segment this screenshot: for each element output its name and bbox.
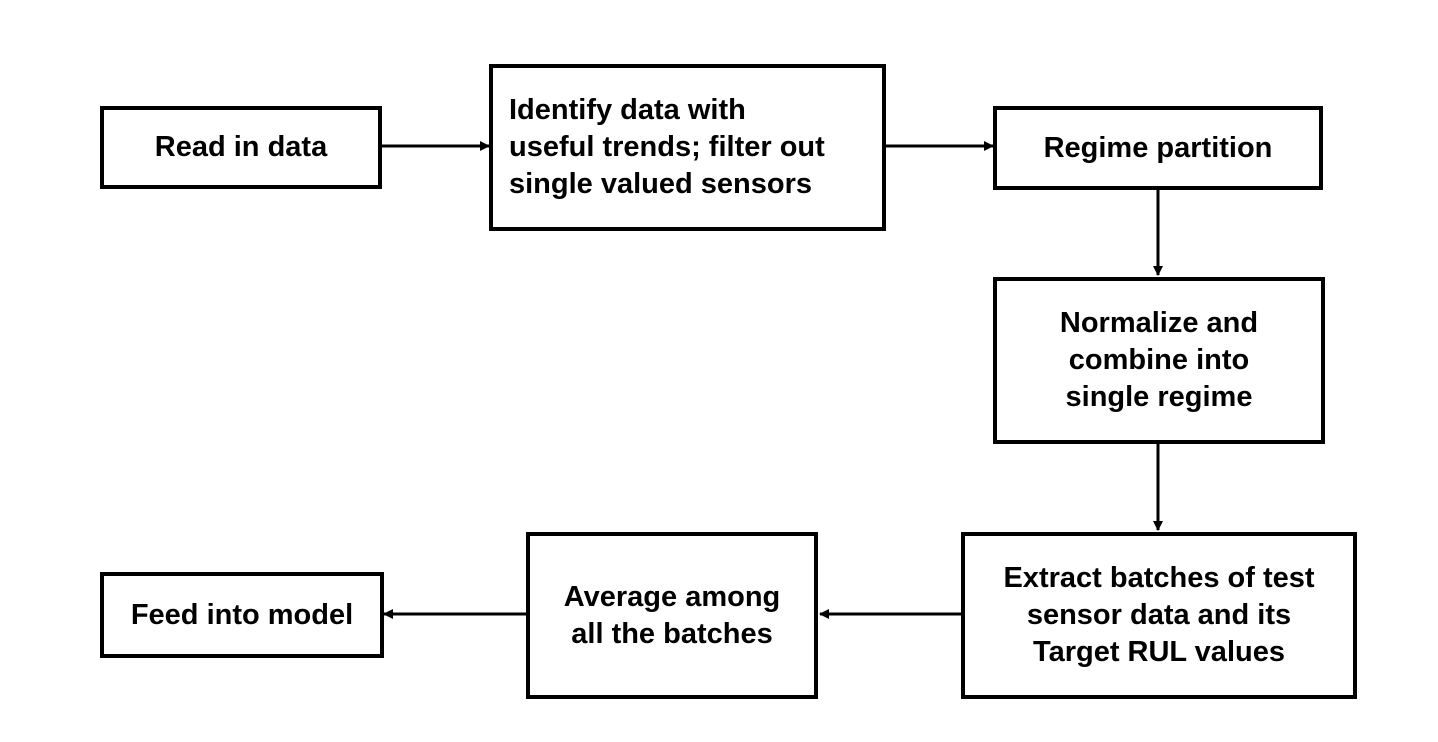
node-regime-partition: Regime partition [993,106,1323,190]
node-label: Normalize and combine into single regime [1059,307,1259,413]
node-label: Feed into model [130,598,354,631]
node-label: Average among all the batches [563,580,781,650]
node-normalize-combine: Normalize and combine into single regime [993,277,1325,444]
node-feed-into-model: Feed into model [100,572,384,658]
node-average-batches: Average among all the batches [526,532,818,699]
node-extract-batches: Extract batches of test sensor data and … [961,532,1357,699]
node-read-in-data: Read in data [100,106,382,189]
node-label: Identify data with useful trends; filter… [509,94,825,200]
node-label: Read in data [154,131,328,163]
node-label: Extract batches of test sensor data and … [1003,562,1315,668]
node-label: Regime partition [1043,131,1273,164]
node-identify-data: Identify data with useful trends; filter… [489,64,886,231]
